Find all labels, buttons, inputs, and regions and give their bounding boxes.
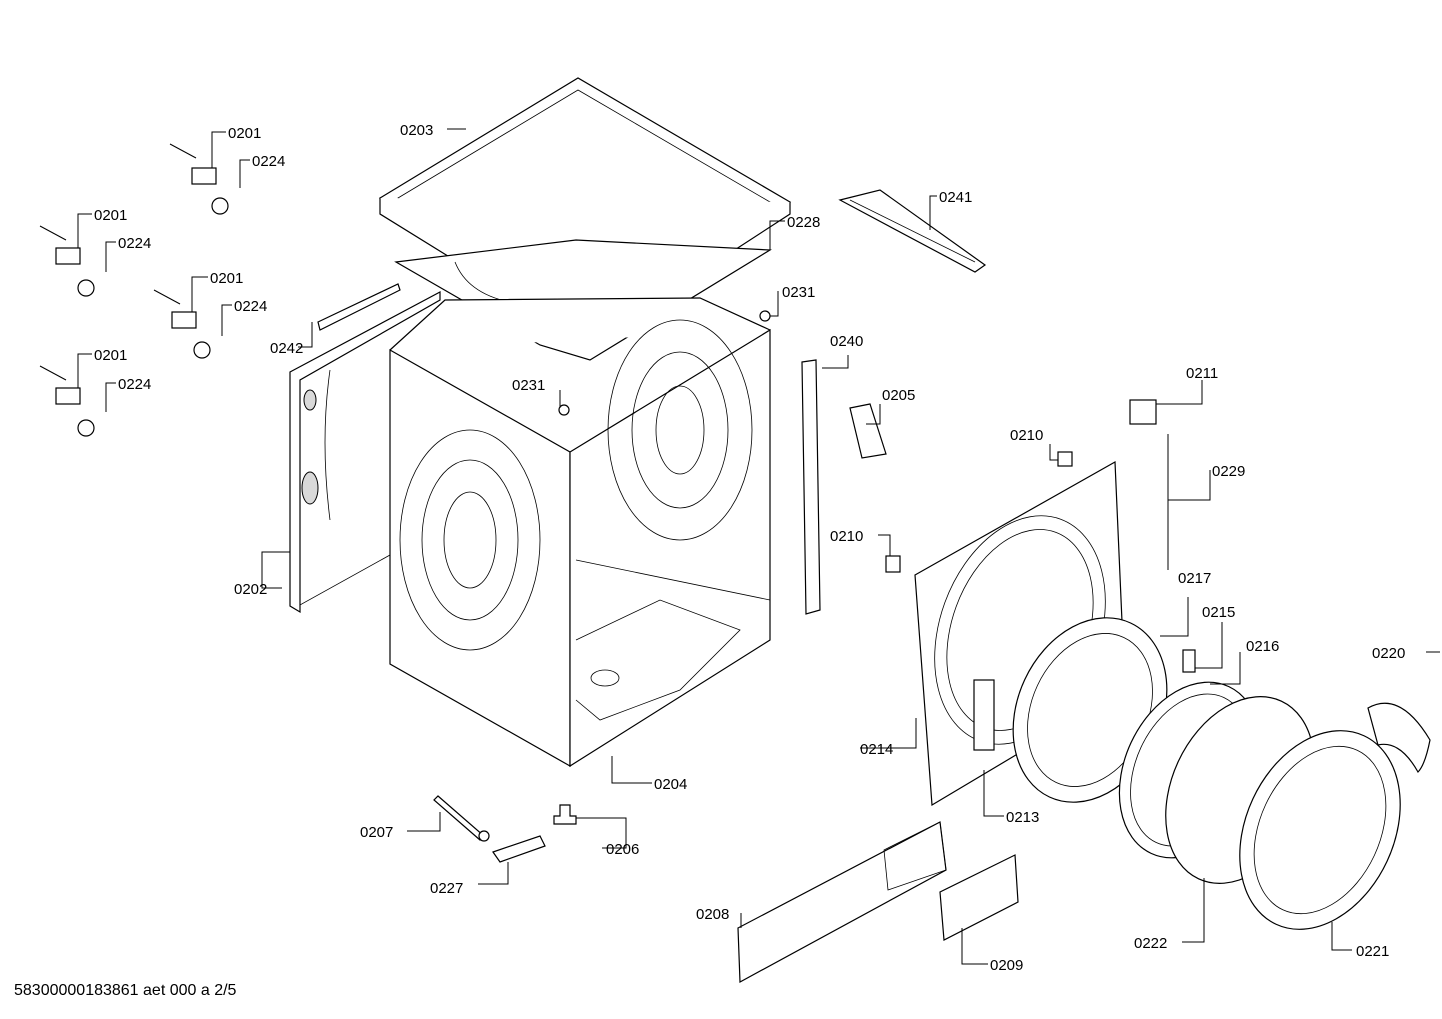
- switch-part: [1129, 399, 1157, 425]
- label-0231-b: 0231: [512, 377, 545, 394]
- foot-group-a: [169, 143, 229, 215]
- hook-part: [1182, 649, 1196, 673]
- label-0227: 0227: [430, 880, 463, 897]
- clip-part-b: [885, 555, 901, 573]
- label-0210-a: 0210: [1010, 427, 1043, 444]
- foot-group-c: [153, 289, 211, 359]
- label-0229: 0229: [1212, 463, 1245, 480]
- door-lid-part: [1367, 702, 1431, 773]
- hinge-part: [973, 679, 995, 751]
- label-0201-a: 0201: [228, 125, 261, 142]
- label-0220: 0220: [1372, 645, 1405, 662]
- label-0210-b: 0210: [830, 528, 863, 545]
- detergent-drawer-part: [737, 821, 947, 983]
- plug-part-a: [558, 404, 570, 416]
- label-0216: 0216: [1246, 638, 1279, 655]
- label-0217: 0217: [1178, 570, 1211, 587]
- label-0242: 0242: [270, 340, 303, 357]
- document-footer-id: 58300000183861 aet 000 a 2/5: [14, 982, 237, 999]
- mounting-clip-part: [492, 835, 546, 863]
- label-0224-b: 0224: [118, 235, 151, 252]
- bracket-rail-part: [838, 189, 987, 273]
- label-0203: 0203: [400, 122, 433, 139]
- clip-part-a: [1057, 451, 1073, 467]
- label-0208: 0208: [696, 906, 729, 923]
- label-0221: 0221: [1356, 943, 1389, 960]
- label-0201-b: 0201: [94, 207, 127, 224]
- screw-part: [553, 804, 577, 825]
- strut-part: [801, 359, 821, 615]
- label-0224-a: 0224: [252, 153, 285, 170]
- label-0240: 0240: [830, 333, 863, 350]
- label-0241: 0241: [939, 189, 972, 206]
- foot-group-b: [39, 225, 95, 297]
- label-0207: 0207: [360, 824, 393, 841]
- label-0205: 0205: [882, 387, 915, 404]
- label-0214: 0214: [860, 741, 893, 758]
- foot-group-d: [39, 365, 95, 437]
- label-0201-c: 0201: [210, 270, 243, 287]
- label-0211: 0211: [1186, 365, 1218, 382]
- bracket-part: [849, 403, 887, 459]
- label-0224-c: 0224: [234, 298, 267, 315]
- label-0206: 0206: [606, 841, 639, 858]
- label-0201-d: 0201: [94, 347, 127, 364]
- label-0228: 0228: [787, 214, 820, 231]
- drawer-panel-part: [939, 854, 1019, 941]
- spanner-part: [433, 795, 485, 841]
- label-0213: 0213: [1006, 809, 1039, 826]
- label-0209: 0209: [990, 957, 1023, 974]
- label-0231-a: 0231: [782, 284, 815, 301]
- label-0202: 0202: [234, 581, 267, 598]
- leader-lines: [77, 128, 1440, 965]
- part-labels: 0201 0224 0201 0224 0201 0224 0201 0224 …: [94, 122, 1405, 974]
- plug-part-b: [759, 310, 771, 322]
- label-0222: 0222: [1134, 935, 1167, 952]
- rail-part: [317, 283, 401, 331]
- label-0224-d: 0224: [118, 376, 151, 393]
- side-panel-part: [289, 291, 441, 614]
- label-0215: 0215: [1202, 604, 1235, 621]
- cabinet-frame-part: [389, 297, 771, 768]
- label-0204: 0204: [654, 776, 687, 793]
